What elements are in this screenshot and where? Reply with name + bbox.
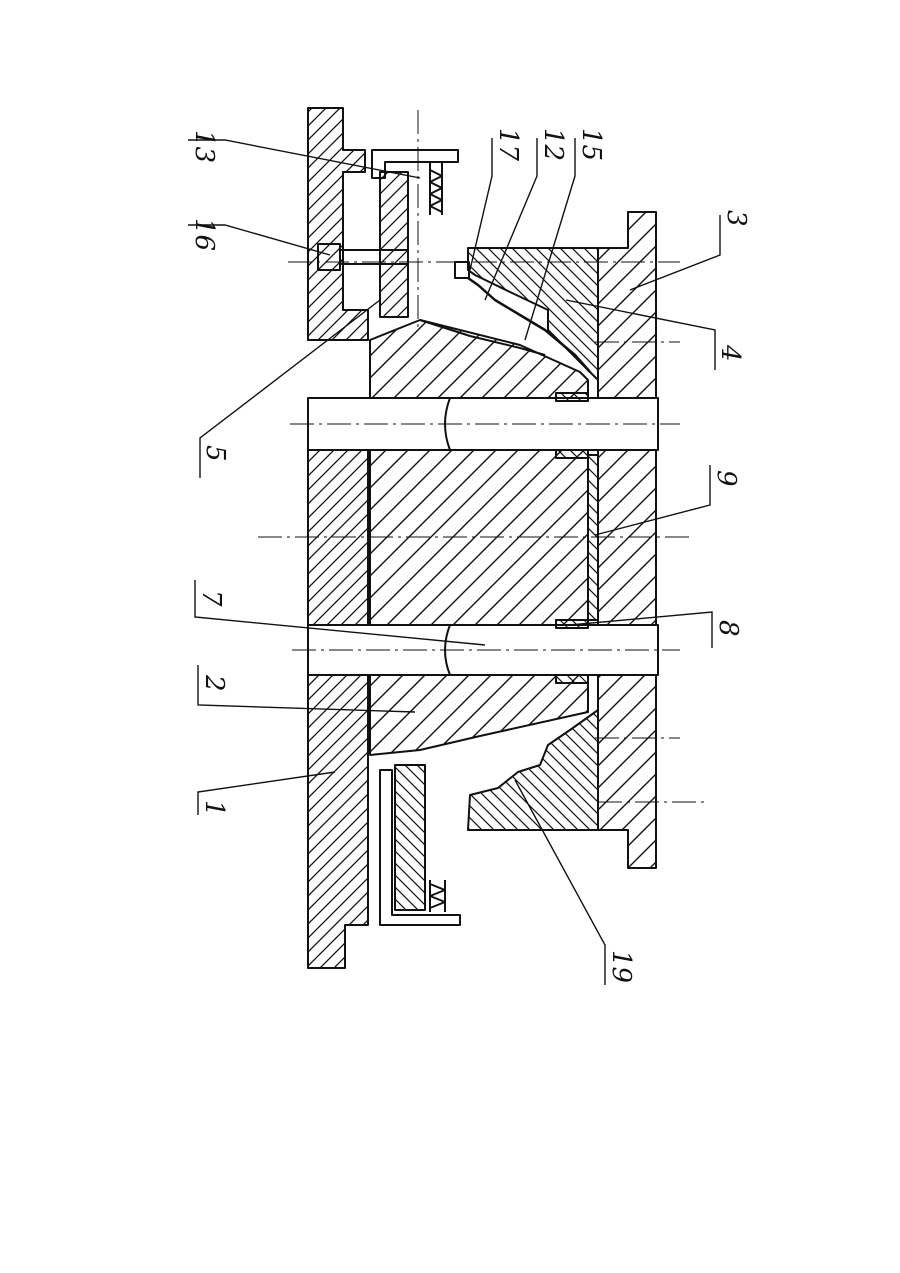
label-16: 16 [189,218,219,251]
label-1: 1 [199,800,229,817]
part-17-insert [455,262,469,278]
part-13-ejector-block-bottom [395,765,425,910]
part-8-bushing-2 [556,450,588,458]
label-5: 5 [200,445,230,462]
part-1-top-plate [308,108,368,340]
label-12: 12 [538,128,568,161]
label-8: 8 [713,620,743,637]
part-13-ejector-block-top [380,172,408,317]
label-4: 4 [715,344,745,362]
part-1-plate-bottom [308,675,368,968]
label-3: 3 [721,210,751,227]
part-3-bottom-plate [598,212,656,868]
label-19: 19 [606,950,636,983]
label-15: 15 [576,128,606,161]
label-2: 2 [199,674,229,692]
label-7: 7 [196,590,226,607]
label-13: 13 [189,130,219,163]
spring-bottom [430,880,445,912]
part-8-bushing-4 [556,675,588,683]
label-17: 17 [493,128,523,162]
label-9: 9 [711,470,741,487]
spring-top [430,162,442,215]
part-8-bushing-1 [556,393,588,401]
